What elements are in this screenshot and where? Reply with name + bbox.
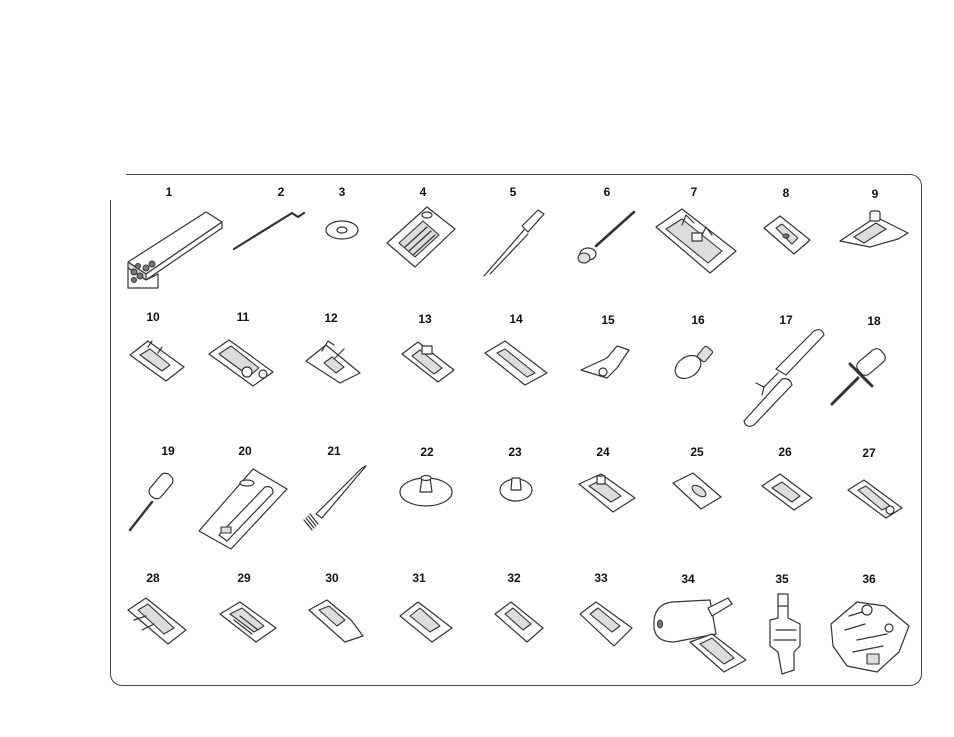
item-number-16: 16 xyxy=(691,314,704,326)
presser-foot-icon xyxy=(128,337,186,383)
item-number-21: 21 xyxy=(327,445,340,457)
spool-pin-icon xyxy=(574,206,640,268)
item-number-30: 30 xyxy=(325,572,338,584)
item-number-19: 19 xyxy=(161,445,174,457)
presser-foot-icon xyxy=(400,338,456,384)
presser-foot-icon xyxy=(124,596,188,646)
item-number-9: 9 xyxy=(872,188,879,200)
light-bulb-icon xyxy=(670,341,718,383)
item-number-18: 18 xyxy=(867,315,880,327)
item-number-11: 11 xyxy=(237,311,250,323)
item-number-33: 33 xyxy=(594,572,607,584)
presser-foot-icon xyxy=(481,337,549,387)
walking-foot-icon xyxy=(650,594,752,676)
item-number-28: 28 xyxy=(146,572,159,584)
presser-foot-icon xyxy=(216,598,278,646)
item-number-7: 7 xyxy=(691,186,698,198)
accessory-box-icon xyxy=(124,204,224,290)
presser-foot-icon xyxy=(491,600,545,646)
item-number-5: 5 xyxy=(510,186,517,198)
needle-pack-icon xyxy=(383,203,459,271)
presser-foot-icon xyxy=(758,472,814,512)
screwdriver-icon xyxy=(124,468,186,534)
item-number-12: 12 xyxy=(324,312,337,324)
item-number-26: 26 xyxy=(778,446,791,458)
spool-felt-icon xyxy=(324,219,360,241)
presser-foot-icon xyxy=(836,207,910,253)
item-number-29: 29 xyxy=(237,572,250,584)
item-number-6: 6 xyxy=(604,186,611,198)
item-number-1: 1 xyxy=(166,186,173,198)
darning-foot-icon xyxy=(760,590,810,678)
presser-foot-icon xyxy=(575,470,637,514)
item-number-36: 36 xyxy=(862,573,875,585)
screwdriver-icon xyxy=(826,342,898,410)
edge-guide-icon xyxy=(577,342,633,384)
item-number-13: 13 xyxy=(418,313,431,325)
presser-foot-icon xyxy=(305,598,367,646)
item-number-24: 24 xyxy=(596,446,609,458)
item-number-22: 22 xyxy=(420,446,433,458)
item-number-2: 2 xyxy=(278,186,285,198)
seam-ripper-icon xyxy=(738,325,828,429)
item-number-23: 23 xyxy=(508,446,521,458)
item-number-31: 31 xyxy=(412,572,425,584)
allen-key-icon xyxy=(230,205,306,253)
presser-foot-icon xyxy=(304,339,362,385)
item-number-10: 10 xyxy=(146,311,159,323)
spool-cap-small-icon xyxy=(497,472,535,504)
item-number-14: 14 xyxy=(509,313,522,325)
presser-foot-icon xyxy=(846,476,904,520)
presser-foot-icon xyxy=(576,600,634,648)
item-number-27: 27 xyxy=(862,447,875,459)
item-number-3: 3 xyxy=(339,186,346,198)
item-number-25: 25 xyxy=(690,446,703,458)
lint-brush-icon xyxy=(298,460,370,530)
presser-foot-icon xyxy=(207,336,275,388)
ruffler-icon xyxy=(827,596,911,676)
buttonhole-foot-icon xyxy=(652,205,738,279)
spool-cap-icon xyxy=(398,468,456,508)
presser-foot-icon xyxy=(669,471,723,511)
item-number-32: 32 xyxy=(507,572,520,584)
item-number-15: 15 xyxy=(601,314,614,326)
twin-needle-icon xyxy=(478,206,550,278)
item-number-20: 20 xyxy=(238,445,251,457)
presser-foot-icon xyxy=(396,598,454,644)
item-number-34: 34 xyxy=(681,573,694,585)
item-number-35: 35 xyxy=(775,573,788,585)
needle-pack-icon xyxy=(195,465,289,551)
item-number-8: 8 xyxy=(783,187,790,199)
panel-corner-gap xyxy=(100,160,126,200)
presser-foot-icon xyxy=(762,214,812,256)
item-number-4: 4 xyxy=(420,186,427,198)
